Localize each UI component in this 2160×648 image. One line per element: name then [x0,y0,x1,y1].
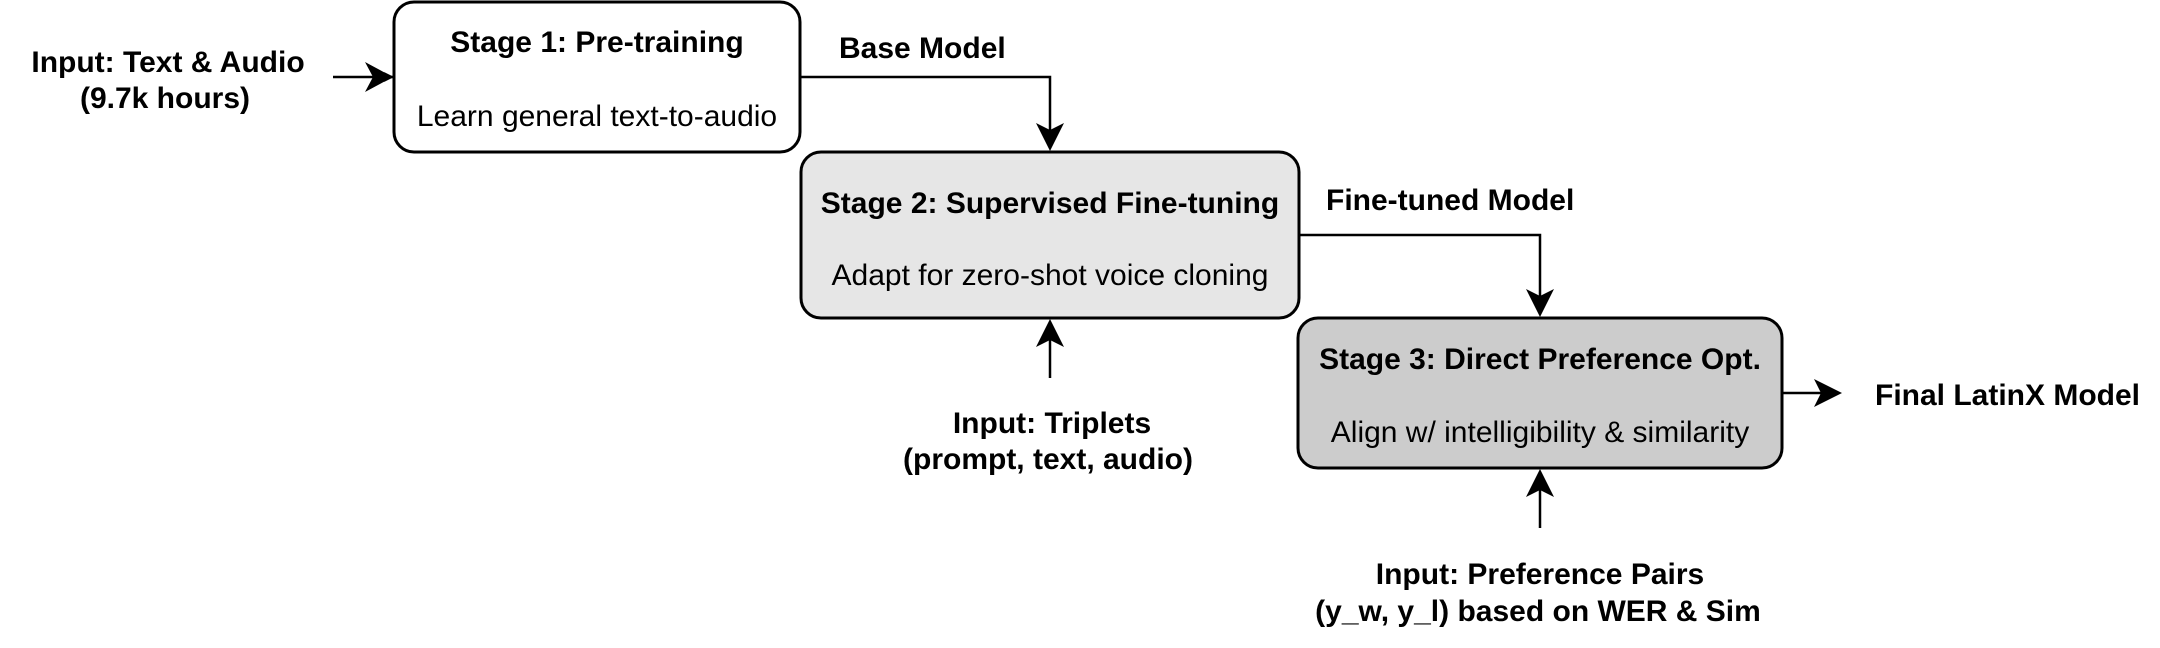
arrowhead-stage3-bottom [1526,469,1554,497]
input-text-audio-line1: Input: Text & Audio [31,46,304,79]
finetuned-model-label: Fine-tuned Model [1326,184,1574,217]
stage3-title: Stage 3: Direct Preference Opt. [1319,343,1761,376]
arrowhead-stage2-bottom [1036,319,1064,347]
arrowhead-stage1-input [365,62,393,92]
base-model-label: Base Model [839,32,1006,65]
stage1-description: Learn general text-to-audio [417,100,777,133]
arrowhead-stage3-top [1526,289,1554,317]
input-triplets-line1: Input: Triplets [953,407,1151,440]
input-preference-line1: Input: Preference Pairs [1376,558,1704,591]
arrowhead-final [1814,379,1842,407]
stage1-title: Stage 1: Pre-training [450,26,743,59]
stage2-title: Stage 2: Supervised Fine-tuning [821,187,1279,220]
arrowhead-stage2-top [1036,123,1064,151]
connector-stage1-to-stage2 [800,75,1052,146]
input-text-audio-line2: (9.7k hours) [80,82,250,115]
input-preference-line2: (y_w, y_l) based on WER & Sim [1315,595,1761,628]
final-model-label: Final LatinX Model [1875,379,2140,412]
connector-stage2-to-stage3 [1299,233,1542,312]
stage2-box [799,150,1301,320]
stage2-description: Adapt for zero-shot voice cloning [832,259,1269,292]
input-triplets-line2: (prompt, text, audio) [903,443,1193,476]
stage3-description: Align w/ intelligibility & similarity [1331,416,1749,449]
